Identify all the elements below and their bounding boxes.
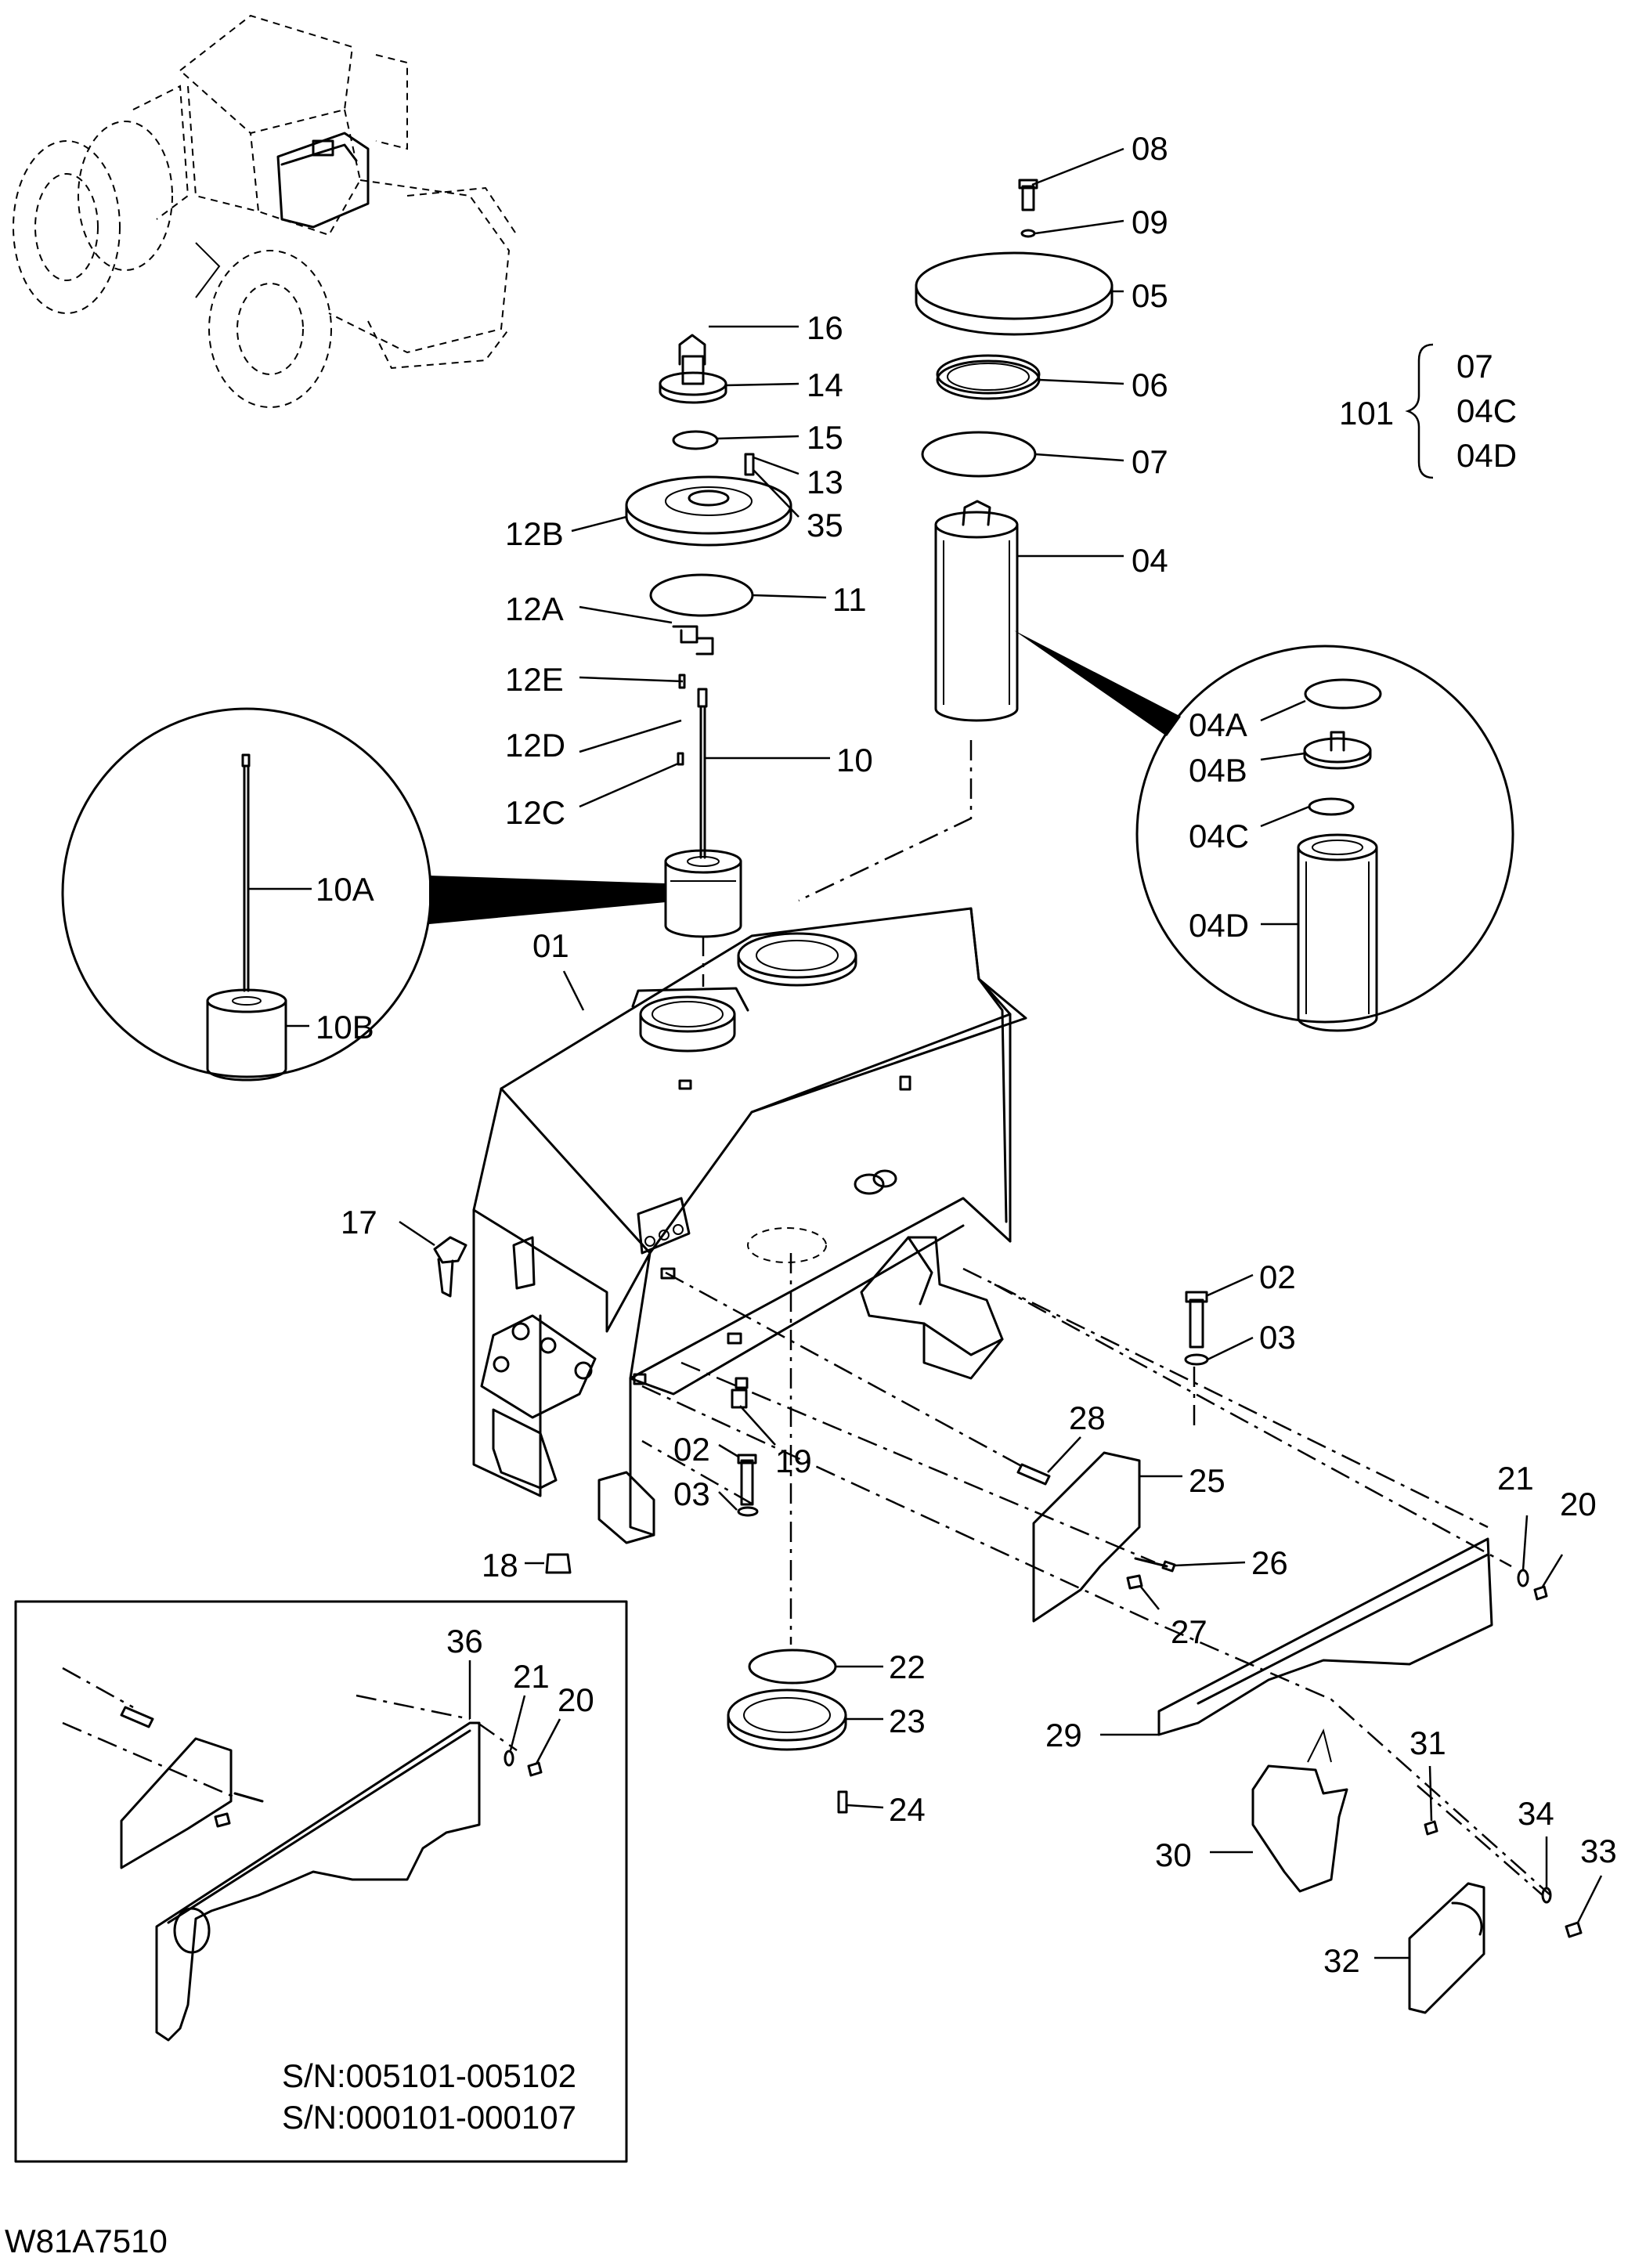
callout-12C: 12C <box>505 794 565 831</box>
callout-06: 06 <box>1132 367 1168 403</box>
callout-11: 11 <box>832 581 867 618</box>
callout-03-lower: 03 <box>673 1475 710 1512</box>
callout-20-inset: 20 <box>558 1681 594 1718</box>
callout-31: 31 <box>1410 1724 1446 1761</box>
callout-15: 15 <box>807 419 843 456</box>
callout-04B: 04B <box>1189 752 1247 789</box>
serial-range-1: S/N:005101-005102 <box>282 2057 576 2094</box>
callout-13: 13 <box>807 464 843 500</box>
callout-10A: 10A <box>316 871 374 908</box>
callout-21: 21 <box>1497 1460 1534 1497</box>
callout-01: 01 <box>532 927 569 964</box>
hydraulic-tank <box>399 907 1027 1814</box>
callout-16: 16 <box>807 309 843 346</box>
callout-32: 32 <box>1323 1942 1360 1979</box>
callout-04C: 04C <box>1189 818 1249 854</box>
kit-item-1: 07 <box>1456 348 1493 385</box>
callout-04D: 04D <box>1189 907 1249 944</box>
callout-12D: 12D <box>505 727 565 764</box>
callout-30: 30 <box>1155 1836 1192 1873</box>
callout-24: 24 <box>889 1791 926 1828</box>
callout-23: 23 <box>889 1703 926 1739</box>
detail-strainer <box>61 707 666 1082</box>
callout-27: 27 <box>1171 1613 1207 1650</box>
callout-05: 05 <box>1132 277 1168 314</box>
callout-10: 10 <box>836 742 873 778</box>
callout-12B: 12B <box>505 515 564 552</box>
center-lines <box>641 740 1551 1896</box>
alternate-guard-inset <box>14 1600 628 2163</box>
callout-21-inset: 21 <box>513 1658 550 1695</box>
callout-10B: 10B <box>316 1009 374 1046</box>
callout-12E: 12E <box>505 661 564 698</box>
callout-26: 26 <box>1251 1544 1288 1581</box>
callout-36: 36 <box>446 1623 483 1659</box>
callout-35: 35 <box>807 507 843 544</box>
callout-08: 08 <box>1132 130 1168 167</box>
drawing-number: W81A7510 <box>5 2223 168 2259</box>
callout-18: 18 <box>482 1547 518 1584</box>
kit-item-3: 04D <box>1456 437 1517 474</box>
serial-range-2: S/N:000101-000107 <box>282 2099 576 2136</box>
callout-12A: 12A <box>505 590 564 627</box>
detail-element <box>1014 630 1514 1032</box>
callout-33: 33 <box>1580 1833 1617 1869</box>
kit-group: 101 07 04C 04D <box>1339 343 1517 479</box>
callout-07: 07 <box>1132 443 1168 480</box>
locator-machine-thumbnail <box>13 14 518 408</box>
callout-28: 28 <box>1069 1399 1106 1436</box>
callout-17: 17 <box>341 1204 377 1241</box>
callout-02-lower: 02 <box>673 1431 710 1468</box>
guard-parts <box>718 1273 1603 2014</box>
callout-29: 29 <box>1045 1717 1082 1753</box>
callout-25: 25 <box>1189 1462 1225 1499</box>
callout-20: 20 <box>1560 1486 1597 1522</box>
callout-03-upper: 03 <box>1259 1319 1296 1356</box>
callout-19: 19 <box>775 1443 812 1479</box>
filler-assembly <box>571 325 830 938</box>
kit-code: 101 <box>1339 395 1394 432</box>
breather-assembly <box>915 147 1124 722</box>
callout-14: 14 <box>807 367 843 403</box>
callout-04A: 04A <box>1189 706 1247 743</box>
kit-item-2: 04C <box>1456 392 1517 429</box>
callout-04: 04 <box>1132 542 1168 579</box>
callout-22: 22 <box>889 1649 926 1685</box>
callout-09: 09 <box>1132 204 1168 240</box>
callout-02-upper: 02 <box>1259 1259 1296 1295</box>
callout-34: 34 <box>1518 1795 1554 1832</box>
callout-labels: 08 09 05 06 07 04 16 14 15 13 35 12B 11 … <box>316 130 1617 1979</box>
